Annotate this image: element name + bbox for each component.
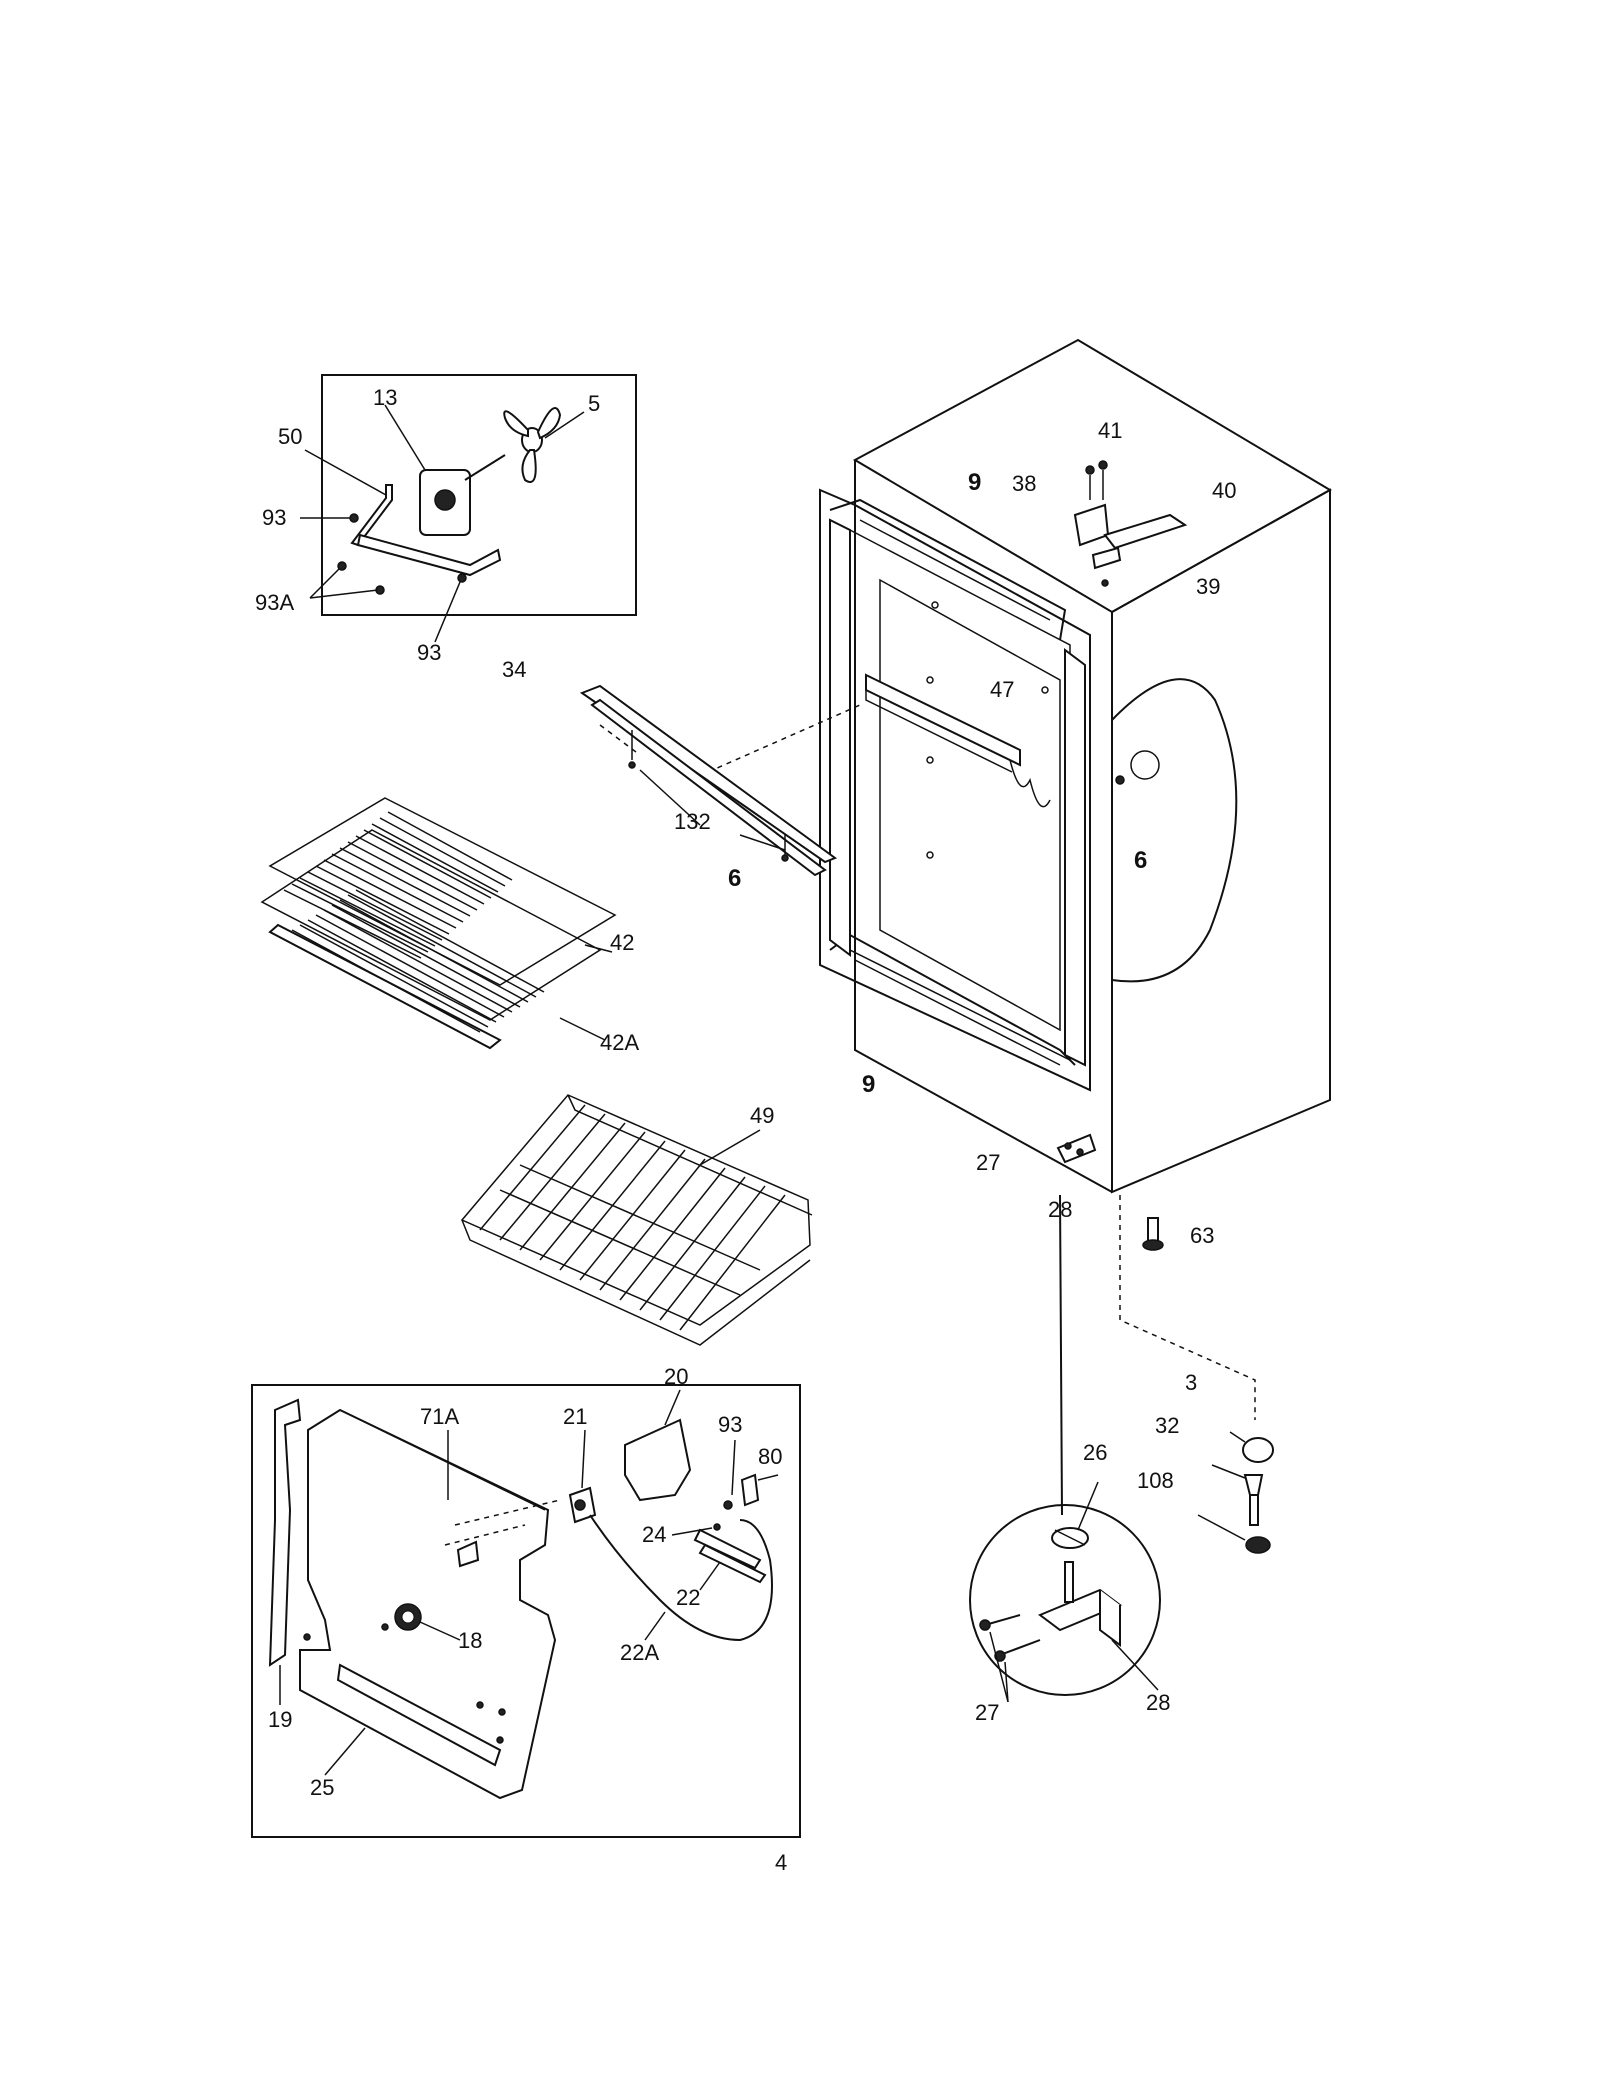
label-24: 24 [642,1522,666,1547]
label-132: 132 [674,809,711,834]
label-6-left: 6 [728,865,741,892]
label-93: 93 [417,640,441,665]
label-20: 20 [664,1364,688,1389]
label-19: 19 [268,1707,292,1732]
label-49: 49 [750,1103,774,1128]
label-26: 26 [1083,1440,1107,1465]
label-22A: 22A [620,1640,659,1665]
hinge-detail [969,1481,1161,1703]
label-39: 39 [1196,574,1220,599]
cabinet [599,338,1332,1516]
label-6-right: 6 [1134,847,1147,874]
page-number: 4 [775,1850,787,1875]
label-93A: 93A [255,590,294,615]
label-93-panel: 93 [718,1412,742,1437]
label-21: 21 [563,1404,587,1429]
callout-labels: 13 5 50 93 93A 93 41 38 9 40 39 34 47 13… [255,385,1236,1875]
wire-shelves [260,797,617,1050]
label-28: 28 [1048,1197,1072,1222]
label-42A: 42A [600,1030,639,1055]
label-38: 38 [1012,471,1036,496]
label-22: 22 [676,1585,700,1610]
label-25: 25 [310,1775,334,1800]
label-50: 50 [278,424,302,449]
label-27: 27 [976,1150,1000,1175]
label-108: 108 [1137,1468,1174,1493]
label-80: 80 [758,1444,782,1469]
shelf-bracket-34 [579,684,838,877]
label-71A: 71A [420,1404,459,1429]
label-47: 47 [990,677,1014,702]
label-63: 63 [1190,1223,1214,1248]
label-34: 34 [502,657,526,682]
leveling-leg-parts [1197,1431,1274,1554]
label-27-detail: 27 [975,1700,999,1725]
label-3: 3 [1185,1370,1197,1395]
label-41: 41 [1098,418,1122,443]
label-93: 93 [262,505,286,530]
label-5: 5 [588,391,600,416]
fan-motor-inset [300,374,637,643]
label-9-bottom: 9 [862,1071,875,1098]
label-18: 18 [458,1628,482,1653]
label-40: 40 [1212,478,1236,503]
label-32: 32 [1155,1413,1179,1438]
wire-basket-49 [460,1094,813,1346]
label-9-top: 9 [968,469,981,496]
control-panel-inset [251,1384,801,1838]
label-13: 13 [373,385,397,410]
label-42: 42 [610,930,634,955]
label-28-detail: 28 [1146,1690,1170,1715]
